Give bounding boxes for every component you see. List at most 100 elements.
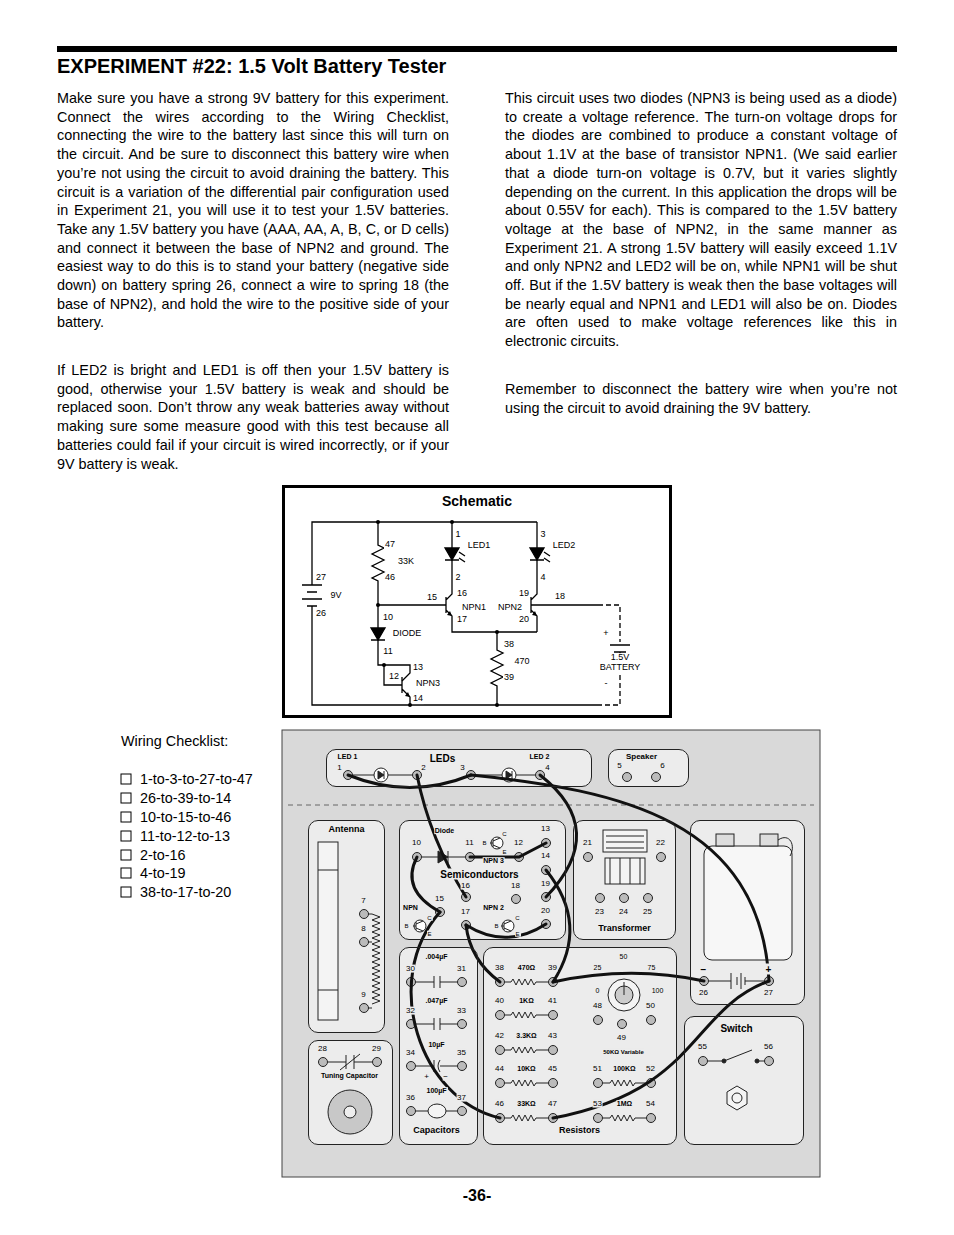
- schematic-label: LED2: [552, 541, 577, 551]
- panel-label: 27: [763, 988, 774, 997]
- panel-label: 50KΩ Variable: [602, 1048, 645, 1055]
- panel-label: 100: [651, 987, 665, 995]
- schematic-label: 9V: [329, 591, 342, 601]
- body-paragraph: Make sure you have a strong 9V battery f…: [57, 89, 449, 332]
- panel-label: 33: [456, 1006, 467, 1015]
- antenna-section: Antenna789: [308, 820, 385, 1033]
- panel-label: 1: [336, 763, 342, 772]
- panel-label: Diode: [434, 827, 455, 835]
- schematic-label: 19: [518, 589, 530, 599]
- panel-label: 40: [494, 996, 505, 1005]
- capacitors-section: .004µF3031.047µF323310µF3435+−100µF3637C…: [399, 947, 478, 1145]
- panel-label: +: [423, 1072, 430, 1081]
- panel-label: 44: [494, 1064, 505, 1073]
- panel-label: Speaker: [625, 752, 658, 761]
- schematic-label: 1: [454, 530, 461, 540]
- panel-label: 54: [645, 1099, 656, 1108]
- schematic-label: 470: [513, 657, 530, 667]
- panel-label: 23: [594, 907, 605, 916]
- panel-label: 6: [659, 761, 665, 770]
- checklist-item: 38-to-17-to-20: [140, 884, 231, 900]
- panel-label: 32: [405, 1006, 416, 1015]
- panel-label: 15: [434, 894, 445, 903]
- panel-label: 51: [592, 1064, 603, 1073]
- checklist-item: 1-to-3-to-27-to-47: [140, 771, 253, 787]
- panel-label: 1KΩ: [518, 997, 535, 1005]
- schematic-label: NPN2: [497, 603, 523, 613]
- panel-label: 4: [544, 763, 550, 772]
- panel-label: 52: [645, 1064, 656, 1073]
- panel-label: 48: [592, 1001, 603, 1010]
- panel-label: 28: [317, 1044, 328, 1053]
- panel-label: 100KΩ: [612, 1065, 636, 1073]
- panel-label: 43: [547, 1031, 558, 1040]
- schematic-label: 1.5V BATTERY: [595, 653, 645, 673]
- schematic-label: 18: [554, 592, 566, 602]
- schematic-label: 12: [388, 672, 400, 682]
- semiconductors-section: Diode1011BCE1213NPN 314Semiconductors15N…: [399, 820, 566, 940]
- panel-label: 100µF: [426, 1087, 448, 1095]
- panel-label: 1MΩ: [616, 1100, 633, 1108]
- schematic-label: 11: [382, 647, 393, 657]
- panel-label: 31: [456, 964, 467, 973]
- panel-label: Transformer: [597, 924, 652, 934]
- panel-label: 75: [647, 964, 657, 972]
- panel-label: 33KΩ: [516, 1100, 536, 1108]
- schematic-label: 20: [518, 615, 530, 625]
- panel-label: LEDs: [429, 752, 457, 763]
- panel-label: NPN 2: [482, 904, 505, 912]
- panel-label: B: [403, 922, 409, 929]
- panel-label: 36: [405, 1093, 416, 1102]
- panel-label: 25: [593, 964, 603, 972]
- panel-label: +: [765, 963, 773, 974]
- schematic-label: 13: [412, 663, 424, 673]
- panel-label: 3: [459, 763, 465, 772]
- panel-label: 46: [494, 1099, 505, 1108]
- schematic-label: LED1: [467, 541, 492, 551]
- panel-label: 47: [547, 1099, 558, 1108]
- panel-label: 0: [595, 987, 601, 995]
- transformer-section: 2122232425Transformer: [573, 820, 676, 940]
- panel-label: E: [426, 930, 432, 937]
- panel-label: 18: [510, 881, 521, 890]
- panel-label: 30: [405, 964, 416, 973]
- panel-label: 49: [616, 1033, 627, 1042]
- panel-label: 21: [582, 838, 593, 847]
- panel-label: 42: [494, 1031, 505, 1040]
- schematic-label: 16: [456, 589, 468, 599]
- schematic-label: Schematic: [441, 494, 513, 509]
- checklist-item: 10-to-15-to-46: [140, 809, 231, 825]
- panel-label: Semiconductors: [439, 868, 519, 879]
- body-paragraph: Remember to disconnect the battery wire …: [505, 380, 897, 417]
- panel-label: 13: [540, 824, 551, 833]
- panel-label: 22: [655, 838, 666, 847]
- panel-label: 3.3KΩ: [515, 1032, 537, 1040]
- panel-label: LED 2: [529, 753, 551, 761]
- panel-label: 50: [645, 1001, 656, 1010]
- schematic-label: 15: [426, 593, 438, 603]
- schematic-label: 46: [384, 573, 396, 583]
- panel-label: 24: [618, 907, 629, 916]
- panel-label: −: [700, 963, 708, 974]
- panel-label: NPN: [402, 904, 419, 912]
- panel-label: 10KΩ: [516, 1065, 536, 1073]
- panel-label: 470Ω: [517, 964, 536, 972]
- panel-label: −: [442, 1072, 449, 1081]
- leds-section: LED 1LEDsLED 21234: [326, 749, 592, 787]
- panel-label: 5: [616, 761, 622, 770]
- panel-label: 14: [540, 851, 551, 860]
- panel-label: E: [501, 848, 507, 855]
- panel-label: Resistors: [558, 1126, 601, 1136]
- panel-label: C: [501, 830, 507, 837]
- panel-label: 20: [540, 906, 551, 915]
- schematic-label: 4: [539, 573, 546, 583]
- panel-label: 35: [456, 1048, 467, 1057]
- switch-section: Switch5556: [684, 1016, 804, 1145]
- panel-label: 2: [420, 763, 426, 772]
- schematic-label: 14: [412, 694, 424, 704]
- panel-label: 29: [371, 1044, 382, 1053]
- panel-label: 10: [411, 838, 422, 847]
- panel-label: 38: [494, 963, 505, 972]
- panel-label: Antenna: [328, 825, 366, 835]
- schematic-box: Schematic1LED12163LED24194733K46279V2615…: [282, 485, 672, 718]
